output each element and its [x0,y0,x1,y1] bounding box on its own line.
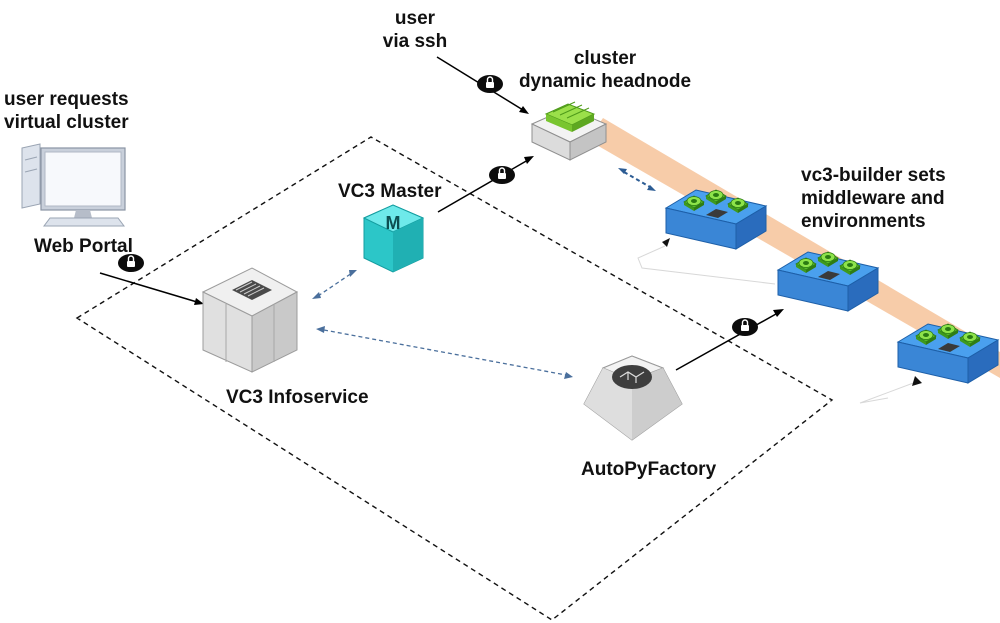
headnode-worker-link [623,171,651,188]
worker-node-icon [898,324,998,383]
lock-icon [731,317,759,337]
desktop-computer-icon [21,143,126,227]
lock-icon [488,165,516,185]
worker-link-line [859,381,917,404]
lock-icon [476,74,504,94]
web-portal-label: Web Portal [34,236,133,257]
headnode-icon [530,101,608,161]
portal-infoservice-link [99,272,198,303]
master-headnode-link [437,159,529,213]
system-boundary [75,136,834,621]
user-ssh-label: user via ssh [382,8,448,52]
headnode-label: cluster dynamic headnode [518,48,692,92]
worker-node-icon [666,190,766,249]
arrowhead [912,376,922,386]
master-badge: M [386,213,401,233]
worker-node-icon [778,252,878,311]
cluster-band [588,118,1000,378]
arrowhead [662,238,670,247]
worker-link-line [637,245,776,285]
factory-icon [583,355,683,441]
vc3-master-label: VC3 Master [338,181,442,202]
vc3-infoservice-label: VC3 Infoservice [226,387,369,408]
server-building-icon [201,267,299,373]
vc3-builder-label: vc3-builder sets middleware and environm… [801,165,946,232]
infoservice-master-link [317,272,353,297]
factory-worker-link [675,313,777,371]
user-requests-label: user requests virtual cluster [4,89,129,133]
autopyfactory-label: AutoPyFactory [581,459,717,480]
infoservice-factory-link [323,329,567,376]
vc3-master-icon: M [362,204,425,273]
